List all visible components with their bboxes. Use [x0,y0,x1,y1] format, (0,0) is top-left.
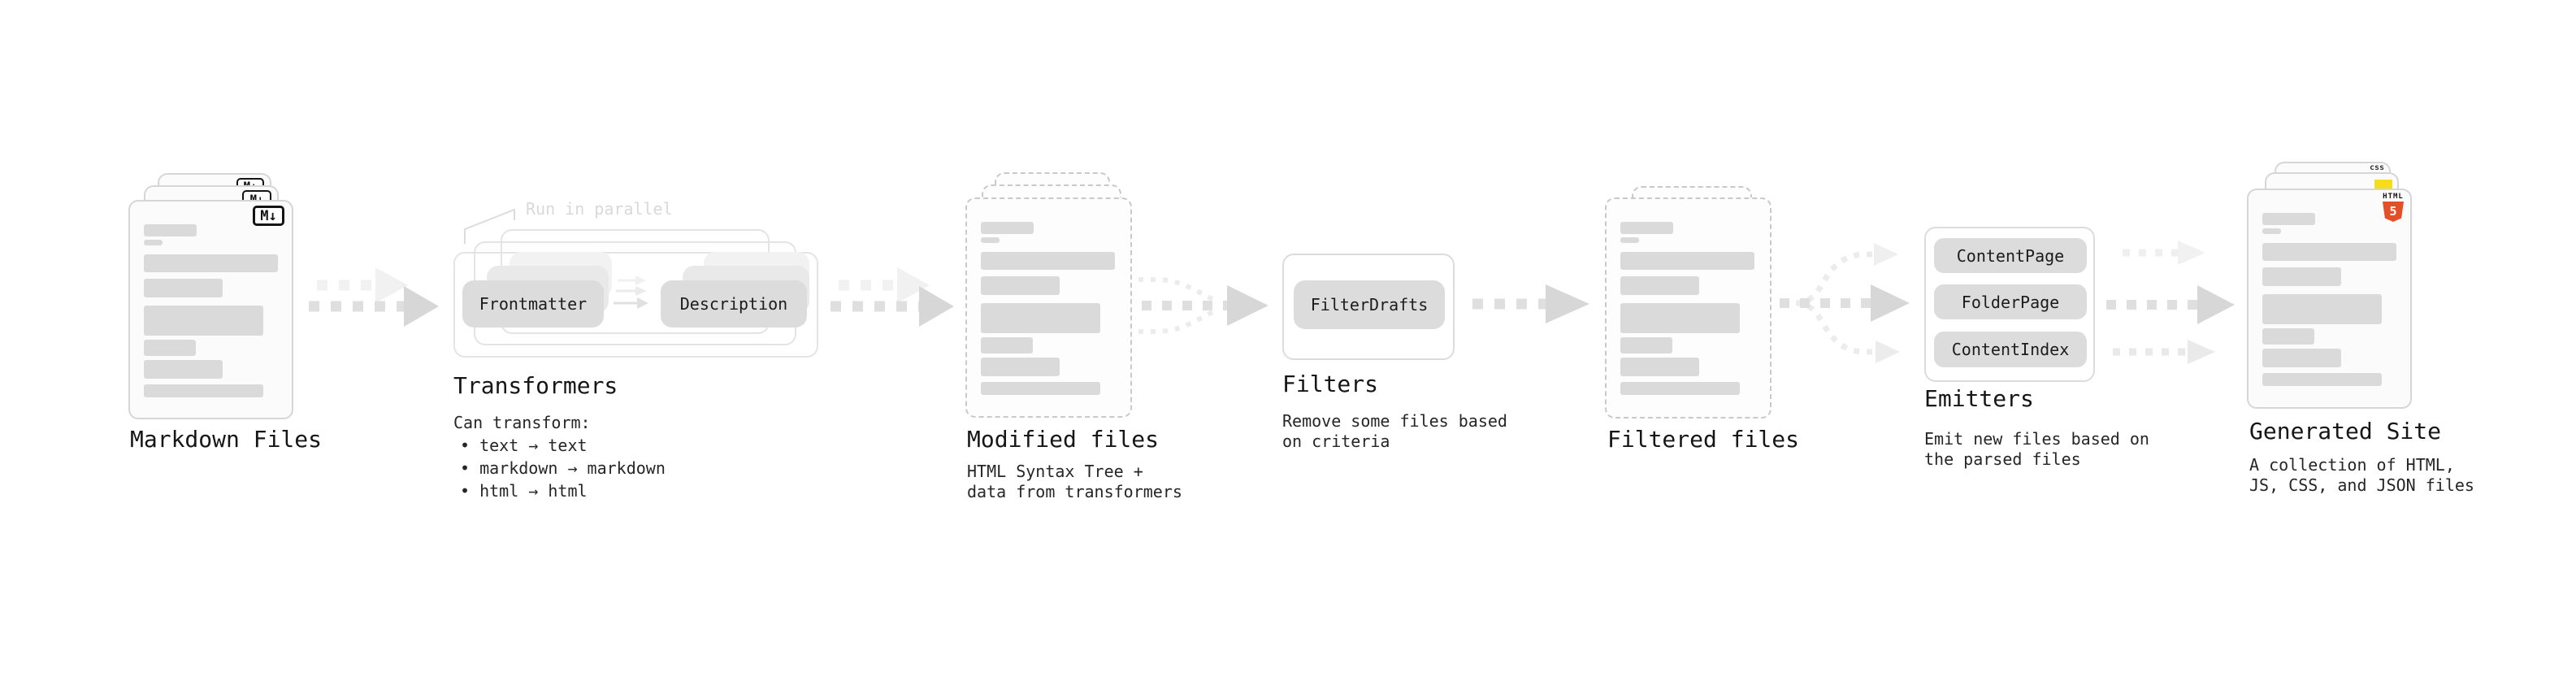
filters-caption: Remove some files based [1282,411,1507,431]
skeleton-line [2262,294,2382,324]
skeleton-line [1620,303,1740,333]
transformers-bullet: • text → text [460,436,588,455]
description-pill-label: Description [679,294,788,314]
transformers-bullet: • markdown → markdown [460,458,666,478]
markdown-icon: M↓ [253,206,284,226]
skeleton-line [981,382,1100,395]
frontmatter-pill-label: Frontmatter [479,294,588,314]
modified-files-caption: HTML Syntax Tree + [967,462,1143,481]
html5-icon-label: HTML [2383,193,2404,201]
js-file-icon [2374,180,2392,189]
modified-files-caption: data from transformers [967,482,1182,501]
css-icon-label: css [2369,163,2385,172]
arrow-transformers-to-modified [830,267,954,327]
skeleton-line [981,337,1033,354]
generated-site-label: Generated Site [2249,418,2442,445]
skeleton-line [2262,373,2382,386]
skeleton-line [1620,337,1672,354]
emitters-caption: Emit new files based on [1924,429,2149,449]
skeleton-line [144,340,196,356]
skeleton-line [981,303,1100,333]
skeleton-line [2262,228,2281,234]
skeleton-line [1620,382,1740,395]
skeleton-line [1620,276,1699,295]
emitters-label: Emitters [1924,385,2034,412]
skeleton-line [1620,237,1639,243]
emitters-caption: the parsed files [1924,449,2081,469]
skeleton-line [981,222,1034,234]
arrows-emitters-to-site [2106,241,2235,364]
skeleton-line [144,224,197,236]
filtered-file-card-front [1605,197,1772,419]
skeleton-line [2262,243,2396,261]
transformers-caption-title: Can transform: [453,413,591,432]
skeleton-line [144,254,278,272]
filters-label: Filters [1282,371,1379,397]
modified-file-card-front [965,197,1132,418]
skeleton-line [981,252,1115,270]
filterdrafts-pill: FilterDrafts [1294,280,1445,329]
generated-site-caption: A collection of HTML, [2249,455,2455,475]
arrow-filtered-to-emitters-fork [1780,243,1910,363]
skeleton-line [144,306,263,336]
arrow-modified-to-filters-merge [1138,277,1268,334]
skeleton-line [981,237,1000,243]
skeleton-line [144,240,163,245]
skeleton-line [2262,349,2341,367]
transformers-bullet: • html → html [460,481,588,501]
skeleton-line [2262,328,2314,345]
skeleton-line [1620,252,1754,270]
description-pill: Description [661,280,807,327]
folderpage-pill: FolderPage [1934,284,2087,319]
skeleton-line [144,360,223,379]
skeleton-line [144,279,223,297]
contentpage-pill: ContentPage [1934,238,2087,273]
filtered-files-label: Filtered files [1607,426,1800,453]
contentindex-pill-label: ContentIndex [1951,340,2070,359]
markdown-files-label: Markdown Files [130,426,323,453]
markdown-icon-label: M↓ [260,207,277,224]
skeleton-line [144,384,263,397]
generated-site-caption: JS, CSS, and JSON files [2249,475,2474,495]
arrow-markdown-to-transformers [309,267,439,327]
skeleton-line [981,276,1060,295]
filterdrafts-pill-label: FilterDrafts [1310,295,1429,314]
markdown-file-card-front: M↓ [128,200,293,419]
modified-files-label: Modified files [967,426,1160,453]
arrow-filters-to-filtered [1472,284,1589,323]
site-file-card-html: HTML 5 [2247,189,2412,409]
skeleton-line [2262,213,2315,225]
contentindex-pill: ContentIndex [1934,332,2087,367]
folderpage-pill-label: FolderPage [1961,292,2060,312]
html5-icon-number: 5 [2389,204,2397,219]
html5-icon: HTML 5 [2381,193,2405,222]
filters-caption: on criteria [1282,432,1390,451]
skeleton-line [1620,358,1699,376]
contentpage-pill-label: ContentPage [1956,245,2065,266]
run-in-parallel-note: Run in parallel [526,199,673,219]
skeleton-line [981,358,1060,376]
transformers-label: Transformers [453,372,618,399]
skeleton-line [1620,222,1673,234]
frontmatter-pill: Frontmatter [462,280,604,327]
skeleton-line [2262,267,2341,286]
transformer-box-front [453,252,818,358]
html5-icon-shield: 5 [2383,202,2404,222]
